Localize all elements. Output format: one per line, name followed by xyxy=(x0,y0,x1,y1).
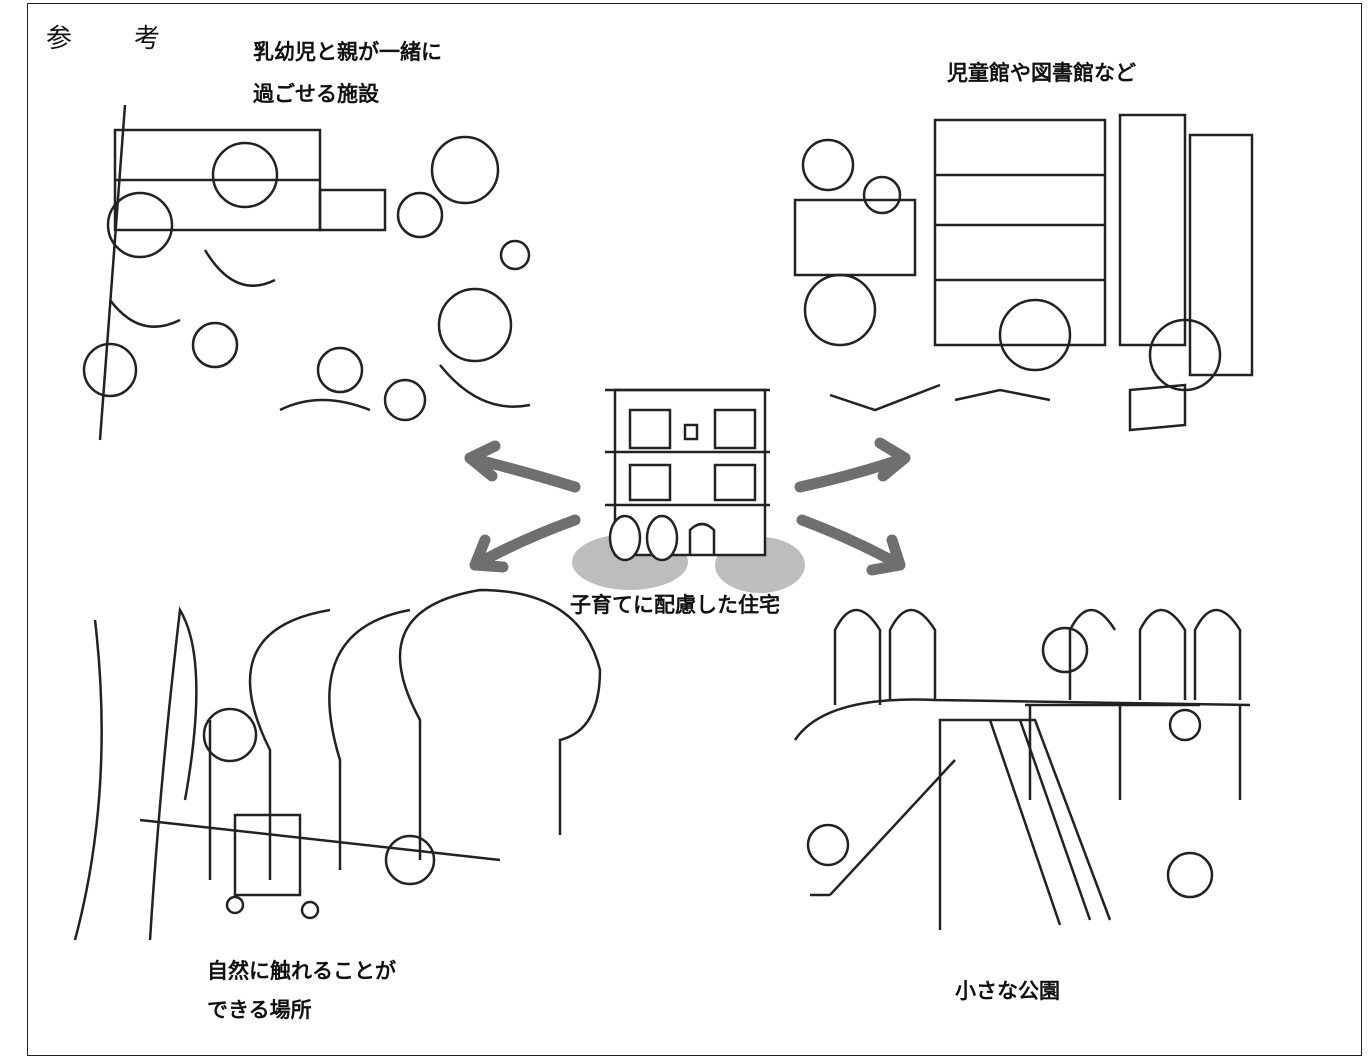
library-label: 児童館や図書館など xyxy=(947,61,1136,85)
house-label: 子育てに配慮した住宅 xyxy=(570,593,780,617)
reference-label: 参 考 xyxy=(46,24,179,54)
house-scene xyxy=(572,388,805,593)
page-frame xyxy=(27,3,1362,1056)
park-scene xyxy=(793,608,1251,930)
nursery-label-line1: 乳幼児と親が一緒に xyxy=(253,40,442,64)
arrows xyxy=(464,437,911,576)
nature-label-line1: 自然に触れることが xyxy=(207,959,396,983)
nursery-label-line2: 過ごせる施設 xyxy=(253,82,379,106)
nature-label-line2: できる場所 xyxy=(207,998,312,1022)
forest-scene xyxy=(73,588,602,941)
library-scene xyxy=(793,113,1254,432)
park-label: 小さな公園 xyxy=(955,979,1060,1003)
nursery-scene xyxy=(82,104,531,441)
